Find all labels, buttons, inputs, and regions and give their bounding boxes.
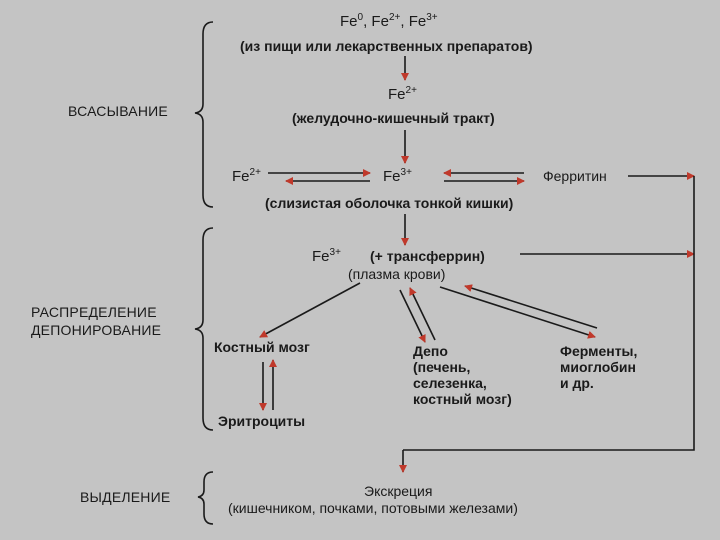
brace-excretion (197, 471, 214, 525)
section-excretion-label: ВЫДЕЛЕНИЕ (80, 489, 171, 505)
section-distribution-label-line1: РАСПРЕДЕЛЕНИЕ (31, 304, 157, 320)
brace-distribution (194, 227, 214, 431)
source-iron-ions: Fe0, Fe2+, Fe3+ (340, 12, 438, 31)
brace-absorption (194, 21, 214, 208)
mucosa-note: (слизистая оболочка тонкой кишки) (265, 195, 514, 211)
section-absorption-label: ВСАСЫВАНИЕ (68, 103, 168, 119)
plasma-transferrin-label: (+ трансферрин) (370, 248, 485, 264)
depot-label-line3: селезенка, (413, 375, 487, 391)
arrow-plasma-to-depot (399, 289, 426, 343)
depot-label-line1: Депо (413, 343, 448, 359)
gi-tract-note: (желудочно-кишечный тракт) (292, 110, 495, 126)
erythrocytes-label: Эритроциты (218, 413, 306, 429)
arrow-depot-to-plasma (409, 287, 436, 341)
section-distribution-label-line2: ДЕПОНИРОВАНИЕ (31, 322, 162, 338)
arrow-plasma-to-enzymes (439, 286, 596, 339)
plasma-note: (плазма крови) (348, 266, 446, 282)
enzymes-label-line3: и др. (560, 375, 594, 391)
enzymes-label-line1: Ферменты, (560, 343, 638, 359)
depot-label-line2: (печень, (413, 359, 471, 375)
depot-label-line4: костный мозг) (413, 391, 512, 407)
enzymes-label-line2: миоглобин (560, 359, 636, 375)
mucosa-fe3-ion: Fe3+ (383, 167, 412, 186)
source-note: (из пищи или лекарственных препаратов) (240, 38, 533, 54)
plasma-fe3-ion: Fe3+ (312, 247, 341, 266)
ferritin-label: Ферритин (543, 168, 607, 184)
arrow-enzymes-to-plasma (464, 284, 598, 329)
arrow-plasma-to-bone-marrow (259, 282, 361, 338)
excretion-return-line (403, 176, 695, 451)
excretion-title: Экскреция (364, 483, 433, 499)
bone-marrow-label: Костный мозг (214, 339, 310, 355)
mucosa-fe2-ion: Fe2+ (232, 167, 261, 186)
excretion-note: (кишечником, почками, потовыми железами) (228, 500, 518, 516)
gi-iron-ion: Fe2+ (388, 85, 417, 104)
